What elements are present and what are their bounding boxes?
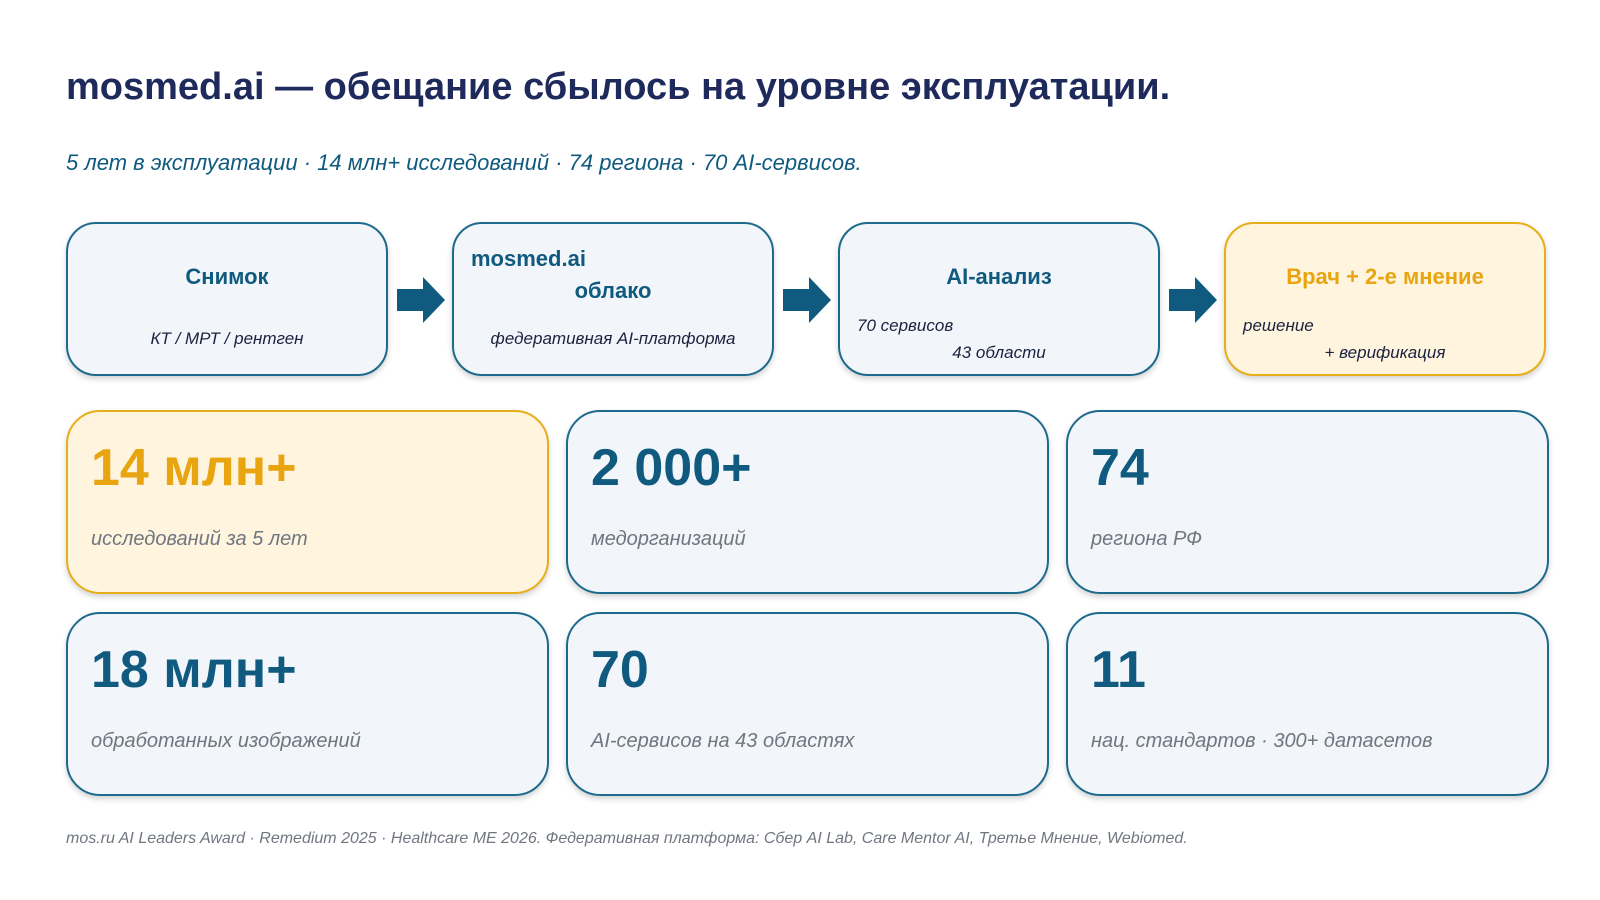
stat-label: исследований за 5 лет <box>91 528 308 550</box>
flow-step-title: AI-анализ <box>946 264 1052 289</box>
stat-card-standards: 11 нац. стандартов · 300+ датасетов <box>1066 612 1549 796</box>
flow-step-subtitle: 70 сервисов <box>857 316 954 335</box>
flow-step-doctor: Врач + 2-е мнение решение + верификация <box>1224 222 1546 376</box>
flow-step-title: mosmed.ai <box>471 246 586 271</box>
stat-label: региона РФ <box>1091 528 1203 550</box>
flow-step-title: Врач + 2-е мнение <box>1286 264 1484 289</box>
arrow-right-icon <box>397 277 445 323</box>
stat-value: 11 <box>1091 641 1146 699</box>
arrow-right-icon <box>783 277 831 323</box>
stat-value: 74 <box>1091 439 1149 497</box>
flow-step-ai-analysis: AI-анализ 70 сервисов 43 области <box>838 222 1160 376</box>
flow-step-subtitle-line2: 43 области <box>952 343 1046 362</box>
stat-card-studies: 14 млн+ исследований за 5 лет <box>66 410 549 594</box>
flow-step-subtitle: решение <box>1243 316 1314 335</box>
stat-value: 70 <box>591 641 649 699</box>
stat-label: медорганизаций <box>591 528 746 550</box>
page-title: mosmed.ai — обещание сбылось на уровне э… <box>66 66 1171 108</box>
stat-card-organizations: 2 000+ медорганизаций <box>566 410 1049 594</box>
stat-card-ai-services: 70 AI-сервисов на 43 областях <box>566 612 1049 796</box>
stat-label: AI-сервисов на 43 областях <box>591 730 855 752</box>
stat-value: 14 млн+ <box>91 439 297 497</box>
stat-label: нац. стандартов · 300+ датасетов <box>1091 730 1433 752</box>
flow-step-subtitle: федеративная AI-платформа <box>490 329 736 348</box>
flow-step-scan: Снимок КТ / МРТ / рентген <box>66 222 388 376</box>
flow-step-subtitle-line2: + верификация <box>1324 343 1446 362</box>
stat-value: 2 000+ <box>591 439 752 497</box>
flow-step-subtitle: КТ / МРТ / рентген <box>150 329 304 348</box>
arrow-right-icon <box>1169 277 1217 323</box>
stat-value: 18 млн+ <box>91 641 297 699</box>
footer-note: mos.ru AI Leaders Award · Remedium 2025 … <box>66 830 1188 847</box>
stat-card-regions: 74 региона РФ <box>1066 410 1549 594</box>
stat-card-images: 18 млн+ обработанных изображений <box>66 612 549 796</box>
flow-step-cloud: mosmed.ai облако федеративная AI-платфор… <box>452 222 774 376</box>
flow-step-title: Снимок <box>185 264 269 289</box>
page-subtitle: 5 лет в эксплуатации · 14 млн+ исследова… <box>66 150 862 175</box>
stat-label: обработанных изображений <box>91 730 361 752</box>
flow-step-title-line2: облако <box>574 278 652 303</box>
